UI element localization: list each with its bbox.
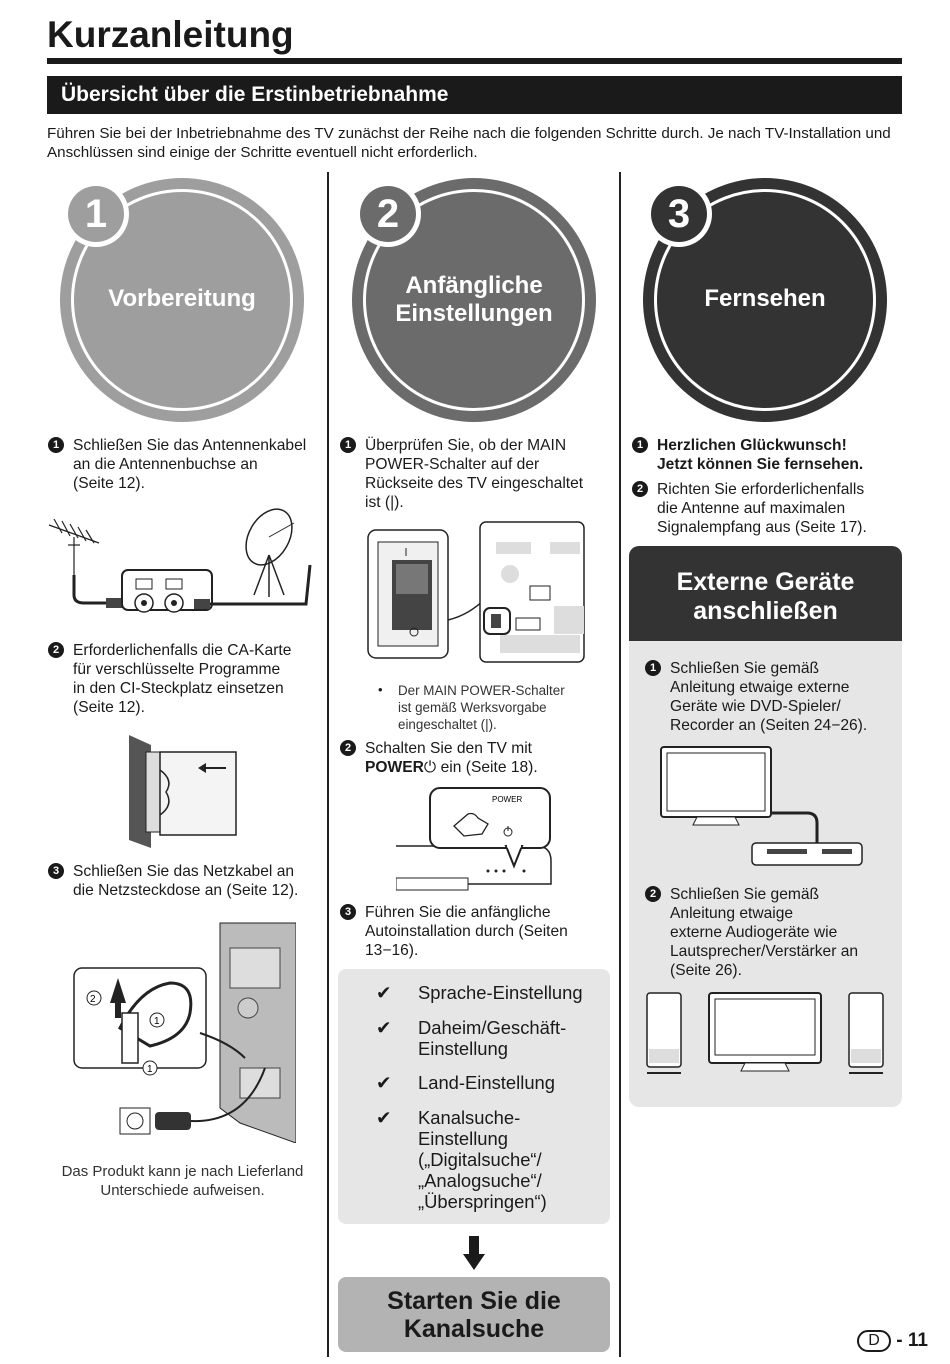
step-3-circle: Fernsehen [643,178,887,422]
page-title: Kurzanleitung [47,14,294,55]
step-1-note: Das Produkt kann je nach Lieferland Unte… [61,1163,304,1199]
step-2-item-1-text: Überprüfen Sie, ob der MAIN POWER-Schalt… [365,437,584,511]
step-2-number: 2 [360,186,416,242]
step-3-item-1: 1 Herzlichen Glückwunsch! Jetzt können S… [632,436,907,474]
step-2-number-badge: 2 [355,181,421,247]
antenna-connection-illustration [48,508,312,613]
checklist-item: ✔ Daheim/Geschäft- Einstellung [376,1017,567,1059]
checklist-item: ✔ Land-Einstellung [376,1072,556,1093]
checkmark-icon: ✔ [376,1017,392,1038]
bullet-2: 2 [632,481,648,497]
intro-text: Führen Sie bei der Inbetriebnahme des TV… [47,125,891,161]
panel-item-1: 1 Schließen Sie gemäß Anleitung etwaige … [645,659,900,735]
main-power-switch-illustration [367,521,585,663]
step-1-item-3-text: Schließen Sie das Netzkabel an die Netzs… [73,863,299,899]
step-1-number-badge: 1 [63,181,129,247]
bullet-1: 1 [632,437,648,453]
power-symbol-icon: ⏻ [423,759,437,776]
panel-item-2-text: Schließen Sie gemäß Anleitung etwaige ex… [670,886,859,979]
step-1-item-1: 1 Schließen Sie das Antennenkabel an die… [48,436,323,493]
step-2-item-2-suffix: ein (Seite 18). [440,759,538,776]
power-cable-illustration: 2 1 1 [73,922,296,1143]
panel-item-2: 2 Schließen Sie gemäß Anleitung etwaige … [645,885,900,980]
bullet-3: 3 [48,863,64,879]
page-separator: - [896,1330,903,1352]
step-1-item-2: 2 Erforderlichenfalls die CA-Karte für v… [48,641,323,717]
step-3-item-1-text: Herzlichen Glückwunsch! Jetzt können Sie… [657,437,864,473]
step-2-title: Anfängliche Einstellungen [395,272,553,327]
step-2-item-3: 3 Führen Sie die anfängliche Autoinstall… [340,903,615,960]
bullet-1: 1 [48,437,64,453]
checkmark-icon: ✔ [376,982,392,1003]
external-devices-panel: Externe Geräte anschließen 1 Schließen S… [629,546,902,1107]
section-heading: Übersicht über die Erstinbetriebnahme [47,76,902,114]
bullet-1: 1 [645,660,661,676]
arrow-down-icon [463,1236,485,1270]
external-devices-heading: Externe Geräte anschließen [629,546,902,641]
step-1-item-3: 3 Schließen Sie das Netzkabel an die Net… [48,862,323,900]
svg-text:1: 1 [154,1016,160,1027]
bullet-2: 2 [340,740,356,756]
initial-setup-checklist: ✔ Sprache-Einstellung ✔ Daheim/Geschäft-… [338,969,610,1224]
power-button-label: POWER [365,759,424,776]
page-number: D - 11 [857,1330,928,1352]
column-divider [619,172,621,1357]
language-badge: D [857,1330,891,1352]
ca-card-illustration [129,735,237,848]
step-3-item-2: 2 Richten Sie erforderlichenfalls die An… [632,480,907,537]
page-number-value: 11 [907,1330,928,1352]
step-2-item-2: 2 Schalten Sie den TV mit POWER⏻ ein (Se… [340,739,615,777]
note-bullet-dot: • [378,682,383,697]
bullet-1: 1 [340,437,356,453]
power-label: POWER [492,795,522,804]
column-divider [327,172,329,1357]
bullet-2: 2 [645,886,661,902]
step-2-item-1: 1 Überprüfen Sie, ob der MAIN POWER-Scha… [340,436,615,512]
svg-text:2: 2 [90,994,96,1005]
step-2-item-3-text: Führen Sie die anfängliche Autoinstallat… [365,904,568,959]
checkmark-icon: ✔ [376,1107,392,1128]
bullet-3: 3 [340,904,356,920]
svg-text:1: 1 [147,1064,153,1075]
checkmark-icon: ✔ [376,1072,392,1093]
tv-speakers-illustration [646,992,884,1074]
power-button-illustration: POWER [396,787,552,891]
panel-item-1-text: Schließen Sie gemäß Anleitung etwaige ex… [670,660,868,734]
start-channel-search-box: Starten Sie die Kanalsuche [338,1277,610,1352]
step-2-note: Der MAIN POWER-Schalter ist gemäß Werksv… [398,683,565,732]
step-3-item-2-text: Richten Sie erforderlichenfalls die Ante… [657,481,867,536]
tv-dvd-recorder-illustration [660,746,863,866]
title-rule [47,58,902,64]
step-1-number: 1 [68,186,124,242]
step-3-number-badge: 3 [646,181,712,247]
step-1-title: Vorbereitung [108,285,256,312]
checklist-item: ✔ Kanalsuche- Einstellung („Digitalsuche… [376,1107,547,1212]
step-1-item-1-text: Schließen Sie das Antennenkabel an die A… [73,437,307,492]
checklist-item: ✔ Sprache-Einstellung [376,982,583,1003]
step-2-item-2-text: Schalten Sie den TV mit [365,740,533,757]
step-3-title: Fernsehen [704,285,826,312]
bullet-2: 2 [48,642,64,658]
step-1-item-2-text: Erforderlichenfalls die CA-Karte für ver… [73,642,292,716]
step-3-number: 3 [651,186,707,242]
